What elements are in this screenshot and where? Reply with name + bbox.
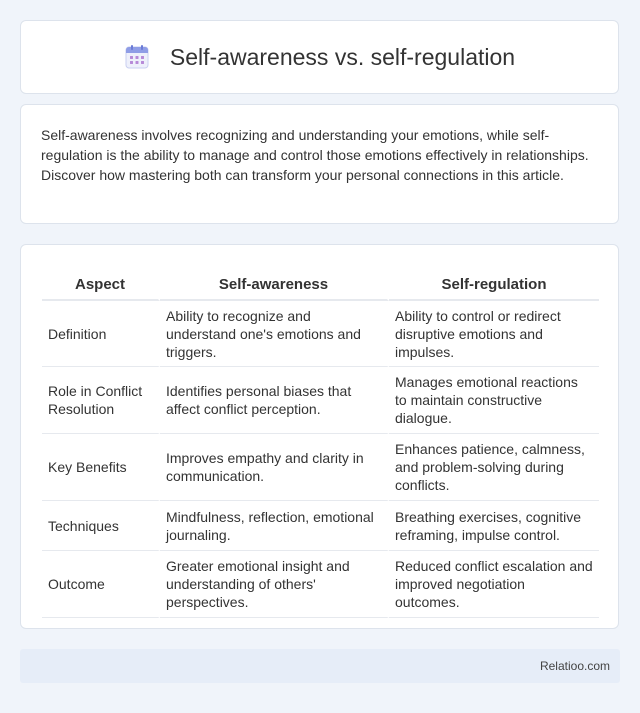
row-aspect: Techniques	[42, 501, 160, 551]
row-self-awareness: Greater emotional insight and understand…	[160, 551, 389, 618]
title-card: Self-awareness vs. self-regulation	[20, 20, 619, 94]
row-self-awareness: Improves empathy and clarity in communic…	[160, 434, 389, 501]
table-header-row: Aspect Self-awareness Self-regulation	[42, 265, 599, 301]
row-self-regulation: Ability to control or redirect disruptiv…	[389, 301, 599, 367]
title-wrap: Self-awareness vs. self-regulation	[124, 44, 515, 71]
page-title: Self-awareness vs. self-regulation	[169, 43, 516, 70]
footer: Relatioo.com	[20, 649, 620, 683]
row-aspect: Outcome	[42, 551, 160, 618]
row-aspect: Key Benefits	[42, 434, 160, 501]
header-aspect: Aspect	[42, 265, 160, 301]
row-self-awareness: Mindfulness, reflection, emotional journ…	[160, 501, 389, 551]
row-self-regulation: Enhances patience, calmness, and problem…	[389, 434, 599, 501]
row-self-regulation: Manages emotional reactions to maintain …	[389, 367, 599, 434]
calendar-icon	[125, 45, 149, 69]
row-aspect: Definition	[42, 301, 160, 367]
footer-site-link[interactable]: Relatioo.com	[539, 659, 610, 673]
header-self-regulation: Self-regulation	[389, 265, 599, 301]
header-self-awareness: Self-awareness	[160, 265, 389, 301]
row-self-awareness: Ability to recognize and understand one'…	[160, 301, 389, 367]
intro-card: Self-awareness involves recognizing and …	[20, 104, 619, 224]
table-card: Aspect Self-awareness Self-regulation De…	[20, 244, 619, 629]
table-row: Outcome Greater emotional insight and un…	[42, 551, 599, 618]
table-row: Key Benefits Improves empathy and clarit…	[42, 434, 599, 501]
row-self-regulation: Breathing exercises, cognitive reframing…	[389, 501, 599, 551]
table-row: Role in Conflict Resolution Identifies p…	[42, 367, 599, 434]
intro-paragraph: Self-awareness involves recognizing and …	[41, 127, 589, 183]
row-aspect: Role in Conflict Resolution	[42, 367, 160, 434]
table-row: Techniques Mindfulness, reflection, emot…	[42, 501, 599, 551]
row-self-regulation: Reduced conflict escalation and improved…	[389, 551, 599, 618]
row-self-awareness: Identifies personal biases that affect c…	[160, 367, 389, 434]
table-row: Definition Ability to recognize and unde…	[42, 301, 599, 367]
comparison-table: Aspect Self-awareness Self-regulation De…	[42, 265, 599, 618]
